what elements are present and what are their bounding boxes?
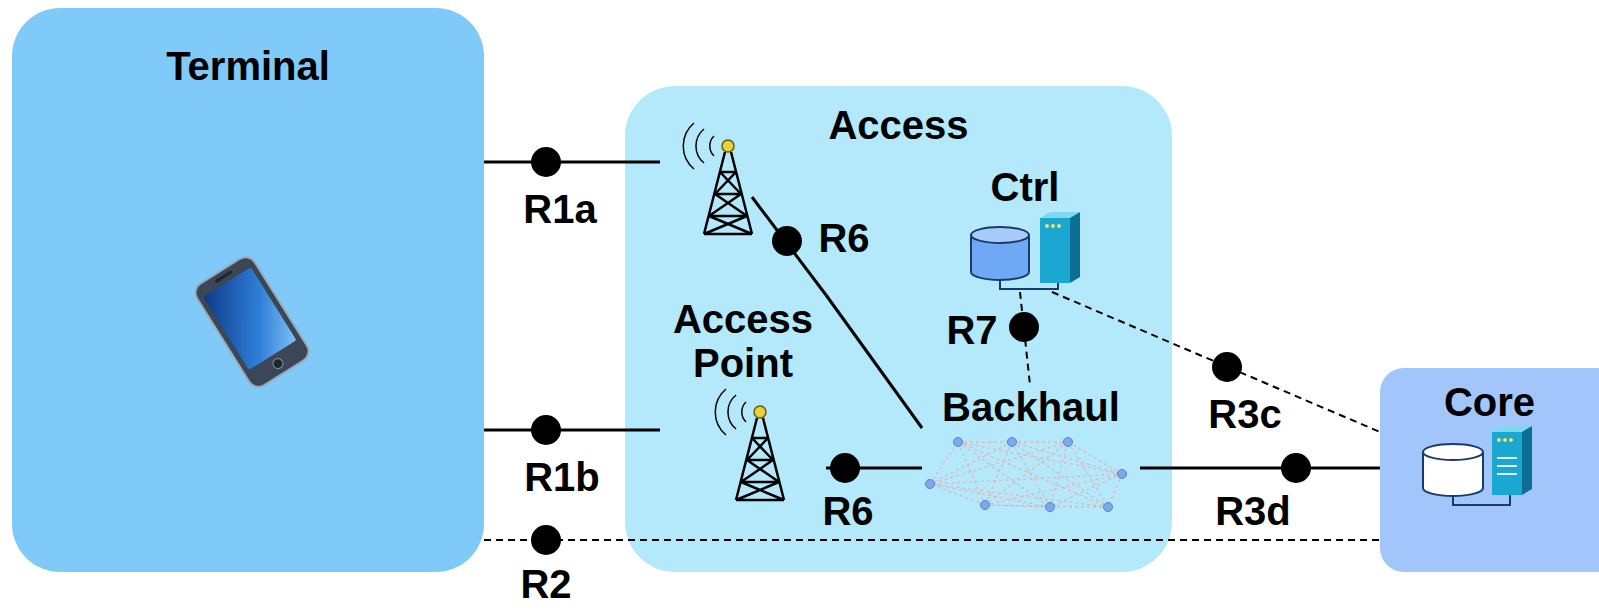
interface-label: R7 bbox=[946, 308, 997, 352]
mesh-node bbox=[1064, 438, 1073, 447]
illustration-part bbox=[715, 389, 726, 435]
interface-label: R6 bbox=[818, 216, 869, 260]
illustration-part bbox=[722, 140, 734, 152]
illustration-part bbox=[971, 227, 1029, 243]
icon-link bbox=[1000, 280, 1058, 289]
illustration-part bbox=[1492, 432, 1522, 495]
interface-dot bbox=[531, 415, 561, 445]
illustration-part bbox=[1057, 224, 1061, 228]
mesh-node bbox=[1046, 503, 1055, 512]
mesh-link bbox=[958, 442, 985, 505]
illustration-part bbox=[1497, 438, 1501, 442]
interface-dot bbox=[1281, 453, 1311, 483]
wire-stub bbox=[752, 197, 826, 295]
mesh-link bbox=[1012, 442, 1050, 507]
mesh-link bbox=[930, 484, 985, 505]
interface-label: R1b bbox=[524, 455, 600, 499]
region-title: Backhaul bbox=[922, 385, 1140, 429]
illustration-part bbox=[191, 253, 312, 391]
illustration-part bbox=[1045, 224, 1049, 228]
illustration-part bbox=[683, 123, 694, 169]
illustration-part bbox=[1423, 444, 1483, 460]
mesh-link bbox=[930, 484, 1108, 507]
illustration-part bbox=[742, 402, 746, 422]
mesh-link bbox=[985, 505, 1050, 507]
database-icon bbox=[1423, 444, 1483, 496]
illustration-part bbox=[1509, 438, 1513, 442]
mesh-link bbox=[1012, 442, 1108, 507]
region-title: Access bbox=[625, 103, 1172, 147]
mesh-link bbox=[1068, 442, 1122, 474]
mesh-node bbox=[926, 480, 935, 489]
region-title: Core bbox=[1380, 380, 1599, 424]
interface-label: R2 bbox=[520, 562, 571, 606]
illustration-part bbox=[754, 406, 766, 418]
mesh-network bbox=[926, 438, 1127, 512]
interface-dot bbox=[1009, 312, 1039, 342]
tower-icon bbox=[683, 123, 752, 234]
illustration-part bbox=[1497, 458, 1517, 474]
illustration-part bbox=[715, 389, 784, 500]
mesh-node bbox=[1008, 438, 1017, 447]
illustration-part bbox=[214, 270, 233, 283]
region-box: Core bbox=[1380, 368, 1599, 572]
interface-link bbox=[484, 429, 660, 432]
interface-label: R3d bbox=[1215, 489, 1291, 533]
interface-link bbox=[484, 539, 1380, 541]
illustration-part bbox=[683, 123, 752, 234]
illustration-part bbox=[1503, 438, 1507, 442]
interface-dot bbox=[531, 147, 561, 177]
mesh-link bbox=[930, 442, 1012, 484]
region-box: AccessAccess Point CtrlBackhaul bbox=[625, 86, 1172, 572]
illustration-part bbox=[271, 357, 285, 371]
interface-dot bbox=[531, 525, 561, 555]
tower-icon bbox=[715, 389, 784, 500]
mesh-link bbox=[1050, 442, 1068, 507]
interface-dot bbox=[772, 226, 802, 256]
illustration-part bbox=[736, 418, 784, 500]
component-group: Backhaul bbox=[922, 385, 1140, 520]
illustration-part bbox=[696, 129, 704, 163]
icon-link bbox=[1453, 495, 1510, 505]
mesh-link bbox=[1050, 474, 1122, 507]
interface-link bbox=[1140, 467, 1380, 470]
mesh-link bbox=[1012, 441, 1068, 442]
mesh-node bbox=[954, 438, 963, 447]
illustration-part bbox=[704, 152, 752, 234]
mesh-link bbox=[930, 474, 1122, 484]
mesh-link bbox=[930, 442, 958, 484]
illustration-part bbox=[203, 267, 296, 370]
illustration-part bbox=[1051, 224, 1055, 228]
phone-icon bbox=[191, 253, 312, 391]
server-icon bbox=[1492, 426, 1532, 495]
illustration-part bbox=[1040, 218, 1070, 283]
interface-label: R1a bbox=[523, 187, 596, 231]
mesh-node bbox=[1118, 470, 1127, 479]
interface-label: R3c bbox=[1208, 392, 1281, 436]
database-icon bbox=[971, 227, 1029, 280]
mesh-node bbox=[981, 501, 990, 510]
interface-link bbox=[826, 295, 922, 428]
region-title: Ctrl bbox=[960, 165, 1090, 209]
interface-link bbox=[484, 161, 660, 164]
interface-dot bbox=[1212, 352, 1242, 382]
mesh-link bbox=[958, 442, 1122, 474]
interface-dot bbox=[830, 453, 860, 483]
illustration-part bbox=[710, 136, 714, 156]
illustration-part bbox=[728, 395, 736, 429]
interface-label: R6 bbox=[822, 489, 873, 533]
region-title: Access Point bbox=[660, 297, 826, 385]
server-icon bbox=[1040, 212, 1080, 283]
illustration-part bbox=[1522, 426, 1532, 495]
illustration-part bbox=[1070, 212, 1080, 283]
region-title: Terminal bbox=[12, 44, 484, 88]
mesh-link bbox=[930, 484, 1050, 507]
mesh-node bbox=[1104, 503, 1113, 512]
